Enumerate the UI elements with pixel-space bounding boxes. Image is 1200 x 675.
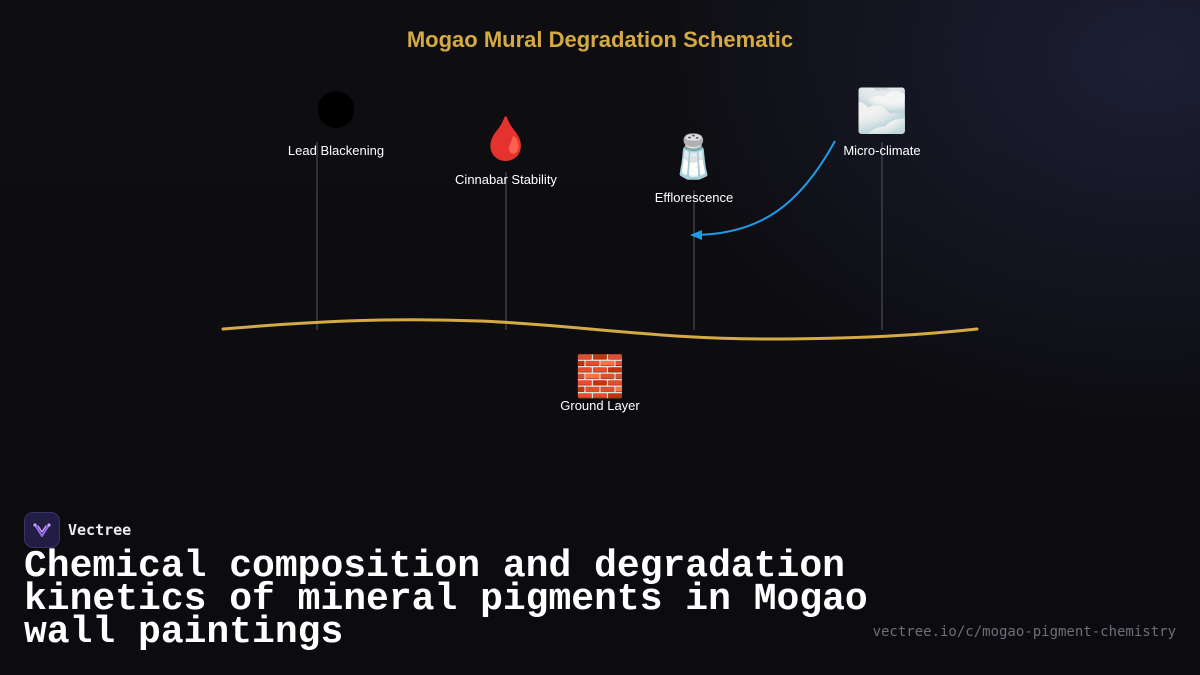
- fog-icon: 🌫️: [856, 86, 908, 135]
- node-label: Lead Blackening: [288, 143, 384, 158]
- vectree-logo-icon: [24, 512, 60, 548]
- footer-url[interactable]: vectree.io/c/mogao-pigment-chemistry: [872, 624, 1176, 640]
- brand-name: Vectree: [68, 521, 132, 539]
- headline: Chemical composition and degradation kin…: [24, 545, 868, 654]
- new-moon-icon: 🌑: [314, 87, 358, 134]
- node-cinnabar-stability: 🩸 Cinnabar Stability: [455, 114, 557, 187]
- node-label: Ground Layer: [560, 398, 640, 413]
- node-label: Cinnabar Stability: [455, 172, 557, 187]
- node-label: Micro-climate: [843, 143, 920, 158]
- node-ground-layer: 🧱 Ground Layer: [560, 353, 640, 413]
- brick-icon: 🧱: [575, 353, 625, 399]
- ground-curve: [221, 318, 979, 341]
- node-micro-climate: 🌫️ Micro-climate: [843, 86, 920, 158]
- node-lead-blackening: 🌑 Lead Blackening: [288, 87, 384, 158]
- brand: Vectree: [24, 512, 131, 548]
- edge-microclimate-to-efflorescence: [690, 140, 836, 240]
- diagram-title: Mogao Mural Degradation Schematic: [407, 27, 793, 52]
- node-label: Efflorescence: [655, 190, 734, 205]
- drop-of-blood-icon: 🩸: [480, 114, 532, 163]
- degradation-diagram: Mogao Mural Degradation Schematic 🌑 Lead…: [221, 27, 979, 413]
- node-efflorescence: 🧂 Efflorescence: [655, 131, 734, 205]
- salt-shaker-icon: 🧂: [668, 131, 720, 181]
